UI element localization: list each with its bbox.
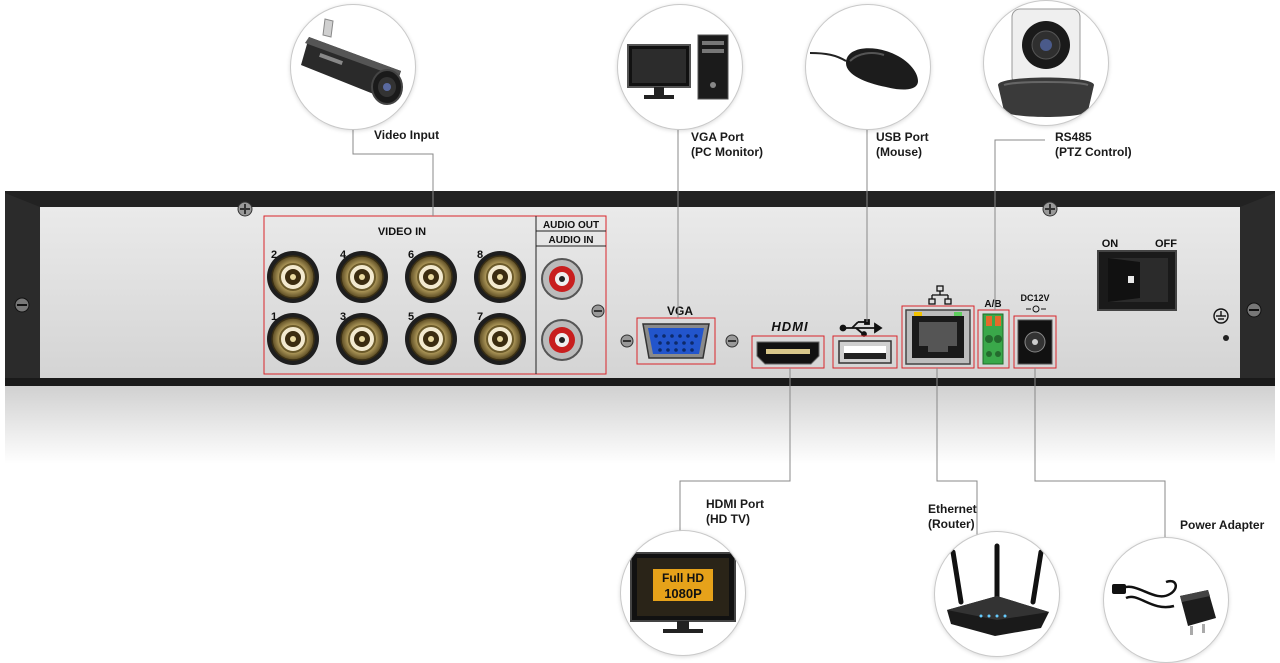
vga-pin: [654, 334, 658, 338]
ab-label: A/B: [984, 299, 1001, 310]
ptz-camera-icon: [998, 8, 1094, 117]
bnc-video-input[interactable]: [474, 251, 526, 303]
usb-port-label: USB Port(Mouse): [876, 130, 929, 159]
ear-screw: [14, 297, 30, 313]
audio-out-title: AUDIO OUT: [543, 220, 599, 231]
channel-number: 5: [408, 311, 414, 323]
dc12v-label: DC12V: [1020, 293, 1049, 303]
router-icon: [947, 543, 1049, 636]
mouse-icon: [809, 48, 918, 90]
hd-tv-image: Full HD 1080P: [620, 530, 746, 656]
rs485-label: RS485(PTZ Control): [1055, 130, 1132, 159]
rs485-terminal[interactable]: [982, 313, 1004, 365]
bnc-video-input[interactable]: [405, 313, 457, 365]
vga-pin: [674, 341, 678, 345]
chassis-left-ear: [5, 193, 40, 384]
panel-screw: [1042, 201, 1058, 217]
vga-pin: [682, 348, 686, 352]
channel-number: 8: [477, 249, 483, 261]
vga-pin: [674, 348, 678, 352]
panel-plate: [40, 207, 1240, 378]
ptz-camera-image: [983, 0, 1109, 126]
network-symbol: [928, 285, 952, 305]
power-switch[interactable]: [1097, 250, 1177, 311]
bnc-video-input[interactable]: [405, 251, 457, 303]
vga-pin: [666, 348, 670, 352]
channel-number: 6: [408, 249, 414, 261]
ear-screw: [1246, 302, 1262, 318]
ground-screw-hole: [1223, 335, 1229, 341]
vga-pin: [658, 348, 662, 352]
bullet-camera-icon: [301, 18, 403, 105]
power-adapter-label: Power Adapter: [1180, 518, 1265, 532]
vga-pin: [686, 334, 690, 338]
switch-off-label: OFF: [1155, 238, 1177, 250]
switch-on-label: ON: [1102, 238, 1119, 250]
usb-port[interactable]: [838, 340, 892, 364]
bnc-video-input[interactable]: [336, 251, 388, 303]
ground-symbol: [1213, 308, 1229, 324]
pc-monitor-image: [617, 4, 743, 130]
polarity-symbol: [1026, 305, 1046, 313]
ethernet-port[interactable]: [905, 309, 971, 365]
video-in-title: VIDEO IN: [378, 226, 426, 238]
router-image: [934, 531, 1060, 657]
floor-reflection: [5, 384, 1275, 464]
channel-number: 4: [340, 249, 347, 261]
audio-in-jack[interactable]: [541, 319, 583, 361]
channel-number: 2: [271, 249, 277, 261]
chassis-top: [5, 191, 1275, 207]
panel-screw: [591, 304, 605, 318]
audio-out-jack[interactable]: [541, 258, 583, 300]
dc-power-jack[interactable]: [1017, 319, 1053, 365]
hdmi-logo: HDMI: [771, 319, 808, 334]
channel-number: 3: [340, 311, 346, 323]
vga-label: VGA: [667, 304, 693, 318]
mouse-image: [805, 4, 931, 130]
vga-pin: [662, 334, 666, 338]
bnc-video-input[interactable]: [474, 313, 526, 365]
panel-screw: [620, 334, 634, 348]
bnc-video-input[interactable]: [267, 251, 319, 303]
vga-pin: [658, 341, 662, 345]
chassis-right-ear: [1240, 193, 1275, 384]
vga-port-label: VGA Port(PC Monitor): [691, 130, 763, 159]
vga-pin: [694, 334, 698, 338]
bnc-video-input[interactable]: [267, 313, 319, 365]
chassis-bottom: [5, 378, 1275, 386]
hdmi-port[interactable]: [756, 341, 820, 365]
audio-in-title: AUDIO IN: [549, 235, 594, 246]
channel-number: 1: [271, 311, 277, 323]
camera-image: [290, 4, 416, 130]
vga-pin: [678, 334, 682, 338]
channel-number: 7: [477, 311, 483, 323]
usb-symbol: [839, 319, 883, 337]
vga-pin: [690, 348, 694, 352]
power-adapter-image: [1103, 537, 1229, 663]
vga-port[interactable]: [642, 323, 710, 359]
tv-screen-line1: Full HD: [662, 571, 704, 585]
panel-screw: [237, 201, 253, 217]
callout-lines: [352, 124, 1166, 547]
vga-pin: [682, 341, 686, 345]
tv-screen-line2: 1080P: [664, 586, 702, 601]
desktop-pc-icon: [627, 34, 729, 100]
ethernet-label: Ethernet(Router): [928, 502, 977, 531]
power-adapter-icon: [1112, 579, 1216, 635]
video-input-label: Video Input: [374, 128, 440, 142]
bnc-video-input[interactable]: [336, 313, 388, 365]
vga-pin: [666, 341, 670, 345]
panel-screw: [725, 334, 739, 348]
vga-pin: [690, 341, 694, 345]
vga-pin: [670, 334, 674, 338]
hdmi-port-label: HDMI Port(HD TV): [706, 497, 764, 526]
tv-icon: Full HD 1080P: [630, 552, 736, 633]
